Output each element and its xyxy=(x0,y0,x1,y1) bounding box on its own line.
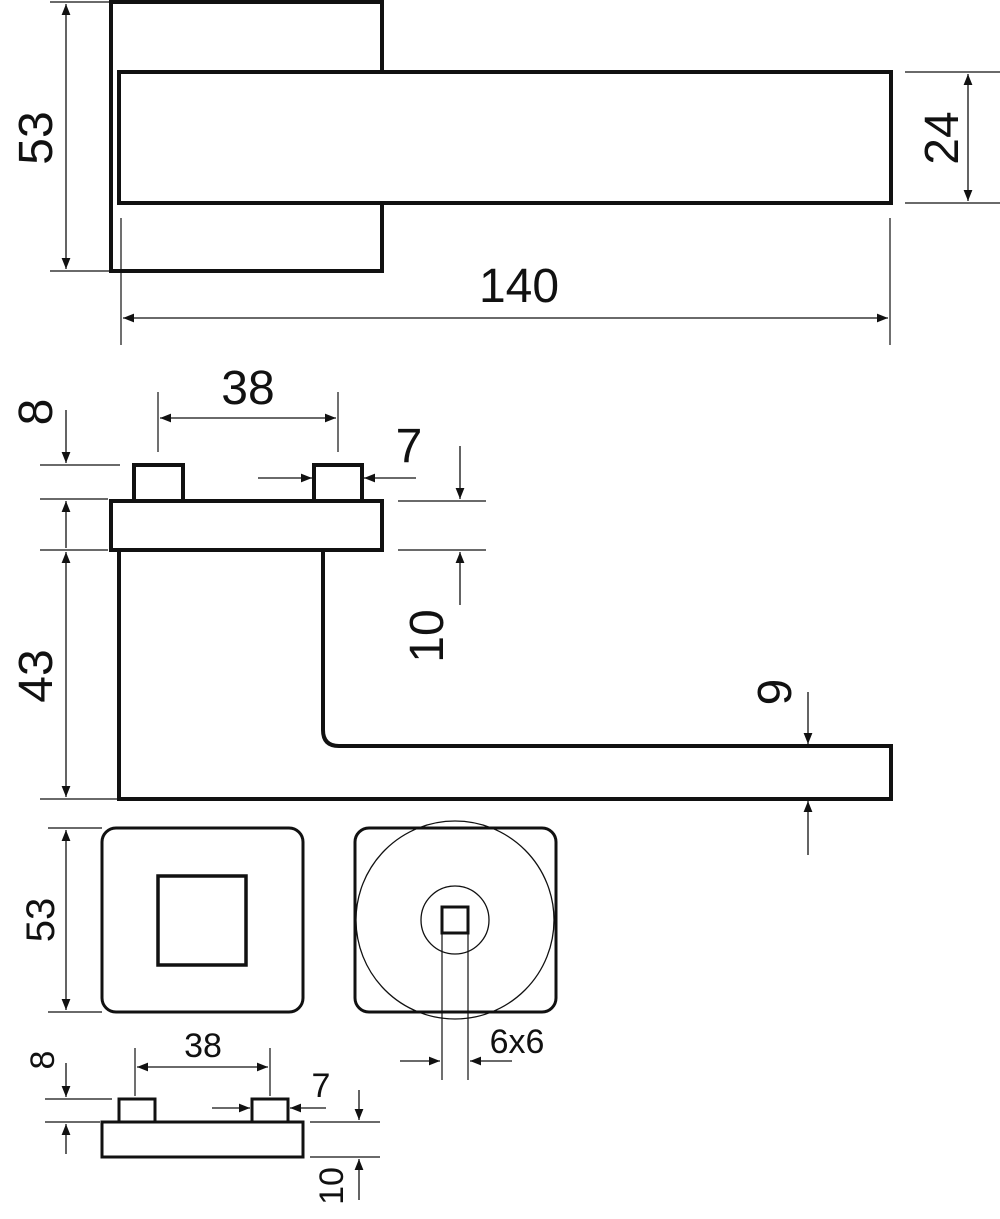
dim-small-pin-height: 8 xyxy=(24,1051,62,1070)
dim-spindle: 6x6 xyxy=(490,1023,545,1061)
small-base-plate xyxy=(100,1120,305,1159)
dim-lever-thickness: 9 xyxy=(749,679,802,706)
dim-lever-height: 24 xyxy=(916,111,969,164)
side-base-plate xyxy=(109,499,384,552)
side-pin-right xyxy=(312,463,364,503)
dim-small-pin-width: 7 xyxy=(312,1067,331,1105)
small-pin-right xyxy=(250,1097,290,1124)
side-pin-left xyxy=(132,463,185,503)
spindle-square-hole xyxy=(440,905,470,935)
dim-pin-spacing: 38 xyxy=(221,362,274,415)
dim-side-height: 43 xyxy=(10,649,63,702)
side-lever xyxy=(117,548,893,801)
side-view: 38 8 7 10 43 9 xyxy=(10,362,893,855)
dim-pin-width: 7 xyxy=(396,420,423,473)
dim-pin-height: 8 xyxy=(10,399,63,426)
top-view: 53 24 140 xyxy=(10,0,1000,345)
dim-small-pin-spacing: 38 xyxy=(184,1027,222,1065)
dim-top-height: 53 xyxy=(10,111,63,164)
rosette-front-square-cutout xyxy=(156,874,248,967)
small-side-view: 38 8 7 10 xyxy=(24,1027,380,1205)
small-pin-left xyxy=(117,1097,157,1124)
rosette-back-view: 6x6 xyxy=(353,820,558,1080)
top-lever xyxy=(117,70,893,205)
dim-base-thickness: 10 xyxy=(401,609,454,662)
dim-rosette-size: 53 xyxy=(19,898,63,943)
dim-small-base-thickness: 10 xyxy=(313,1167,351,1205)
spindle-bore xyxy=(420,885,490,955)
rosette-front-view: 53 xyxy=(19,826,305,1014)
dim-top-length: 140 xyxy=(479,260,559,313)
rosette-back-disc xyxy=(355,820,555,1020)
